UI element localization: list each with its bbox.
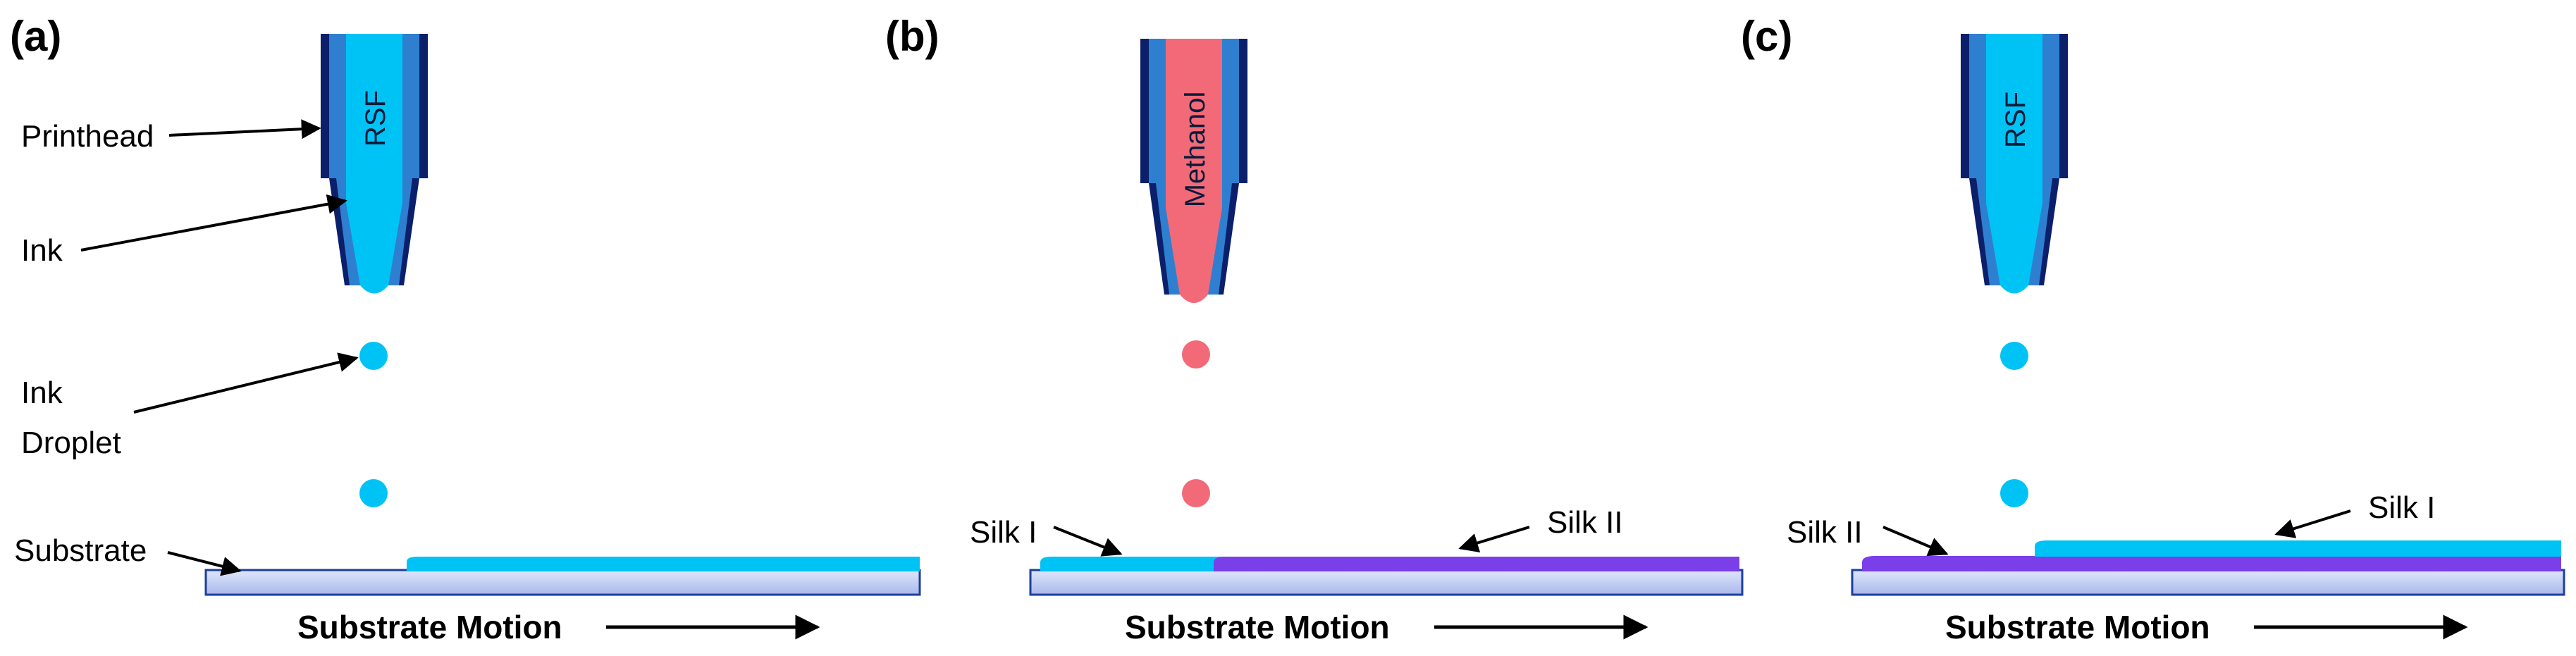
silk-i-layer	[407, 557, 920, 571]
ink-channel	[346, 34, 402, 294]
ink-droplet	[359, 342, 388, 370]
silk-ii-layer	[1862, 556, 2561, 571]
callout-silk-i: Silk I	[2368, 490, 2435, 525]
arrow-silk-ii	[1458, 526, 1530, 553]
silk-i-layer	[2035, 540, 2561, 557]
arrow-silk-ii	[1882, 526, 1949, 557]
silk-i-layer	[1040, 557, 1223, 571]
ink-channel	[1986, 34, 2042, 294]
panel-a: (a) RSF Printhead Ink Ink Droplet Substr…	[10, 13, 921, 645]
arrow-substrate	[167, 551, 242, 576]
panel-label: (c)	[1741, 13, 1792, 60]
panel-c: (c) RSF Silk II Silk I Substrate Motion	[1741, 13, 2565, 645]
substrate-motion-label: Substrate Motion	[1945, 609, 2210, 645]
callout-ink-droplet-1: Ink	[21, 376, 63, 410]
ink-label: RSF	[360, 90, 391, 147]
printhead: RSF	[1961, 34, 2068, 294]
substrate	[204, 569, 921, 596]
ink-droplet	[2000, 479, 2028, 507]
arrow-printhead	[168, 119, 321, 140]
ink-channel	[1166, 39, 1222, 303]
callout-ink-droplet-2: Droplet	[21, 426, 121, 460]
callout-silk-ii: Silk II	[1547, 505, 1623, 540]
ink-droplet	[2000, 342, 2028, 370]
arrow-ink	[80, 194, 347, 252]
ink-label: RSF	[2000, 92, 2031, 148]
panel-b: (b) Methanol Silk I Silk II Substrate Mo…	[885, 13, 1744, 645]
arrow-silk-i	[1053, 526, 1123, 557]
methanol-droplet	[1182, 340, 1210, 369]
silk-ii-layer	[1214, 557, 1739, 571]
substrate-motion-label: Substrate Motion	[1125, 609, 1390, 645]
methanol-droplet	[1182, 479, 1210, 507]
callout-substrate: Substrate	[14, 533, 147, 568]
callout-silk-i: Silk I	[970, 515, 1037, 550]
substrate-motion-label: Substrate Motion	[297, 609, 562, 645]
substrate	[1851, 569, 2565, 596]
callout-ink: Ink	[21, 233, 63, 268]
callout-silk-ii: Silk II	[1787, 515, 1863, 550]
panel-label: (b)	[885, 13, 939, 60]
callout-printhead: Printhead	[21, 119, 154, 154]
arrow-ink-droplet	[133, 352, 359, 414]
ink-label: Methanol	[1180, 92, 1211, 208]
substrate	[1029, 569, 1744, 596]
arrow-silk-i	[2274, 509, 2351, 538]
panel-label: (a)	[10, 13, 61, 60]
printhead: Methanol	[1140, 39, 1247, 303]
ink-droplet	[359, 479, 388, 507]
printhead: RSF	[321, 34, 428, 294]
